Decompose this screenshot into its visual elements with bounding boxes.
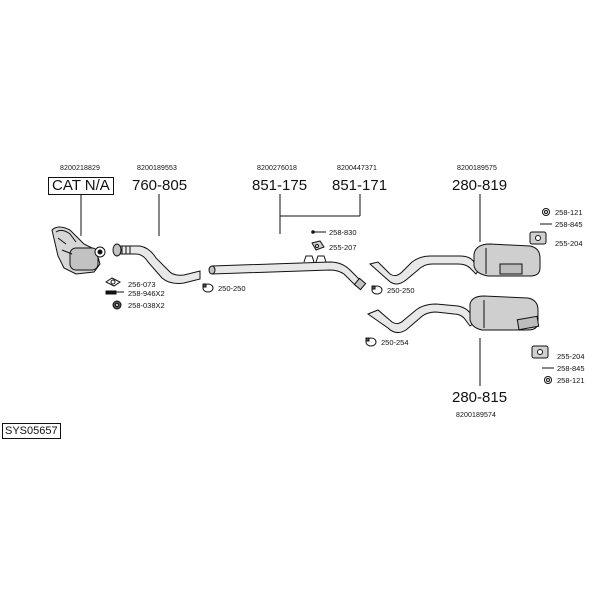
label-nut-x2[interactable]: 258-038X2: [128, 301, 165, 310]
front-pipe-drawing: [112, 243, 201, 284]
rear-lower-drawing: [366, 295, 540, 334]
part-rear-upper[interactable]: 280-819: [452, 177, 508, 194]
label-bolt-mid[interactable]: 258-830: [329, 228, 357, 237]
part-rear-lower[interactable]: 280-815: [452, 389, 508, 406]
bolt-mid-icon: [311, 230, 326, 234]
label-ring-upper[interactable]: 258-121: [555, 208, 583, 217]
ring-lower-icon: [544, 376, 552, 384]
label-gasket[interactable]: 256-073: [128, 280, 156, 289]
middle-pipe-drawing: [208, 255, 367, 291]
oem-rear-upper: 8200189575: [457, 165, 497, 172]
oem-middle-a: 8200276018: [257, 165, 297, 172]
clamp-rear-lower-icon: [365, 337, 377, 347]
label-hanger-lower[interactable]: 255-204: [557, 352, 585, 361]
label-hanger-upper[interactable]: 255-204: [555, 239, 583, 248]
clamp-front-icon: [202, 283, 214, 293]
oem-front-pipe: 8200189553: [137, 165, 177, 172]
part-front-pipe[interactable]: 760-805: [132, 177, 188, 194]
label-clamp-rear-lower[interactable]: 250-254: [381, 338, 409, 347]
label-clamp-rear-upper[interactable]: 250-250: [387, 286, 415, 295]
label-clamp-front[interactable]: 250-250: [218, 284, 246, 293]
nut-icon: [112, 300, 122, 310]
label-bolt-x2[interactable]: 258-946X2: [128, 289, 165, 298]
rear-upper-drawing: [368, 243, 541, 285]
part-middle-a[interactable]: 851-175: [252, 177, 308, 194]
oem-rear-lower: 8200189574: [456, 412, 496, 419]
bolt-icon: [105, 290, 124, 295]
gasket-icon: [105, 277, 121, 287]
oem-middle-b: 8200447371: [337, 165, 377, 172]
part-middle-b[interactable]: 851-171: [332, 177, 388, 194]
label-bolt-upper[interactable]: 258-845: [555, 220, 583, 229]
catalyst-drawing: [51, 226, 106, 275]
label-hanger-mid[interactable]: 255-207: [329, 243, 357, 252]
label-ring-lower[interactable]: 258-121: [557, 376, 585, 385]
clamp-rear-upper-icon: [371, 285, 383, 295]
hanger-mid-icon: [311, 240, 325, 251]
hanger-lower-icon: [531, 345, 549, 359]
label-bolt-lower[interactable]: 258-845: [557, 364, 585, 373]
ring-upper-icon: [542, 208, 550, 216]
oem-catalyst: 8200218829: [60, 165, 100, 172]
hanger-upper-icon: [529, 231, 547, 245]
system-code: SYS05657: [2, 423, 61, 439]
